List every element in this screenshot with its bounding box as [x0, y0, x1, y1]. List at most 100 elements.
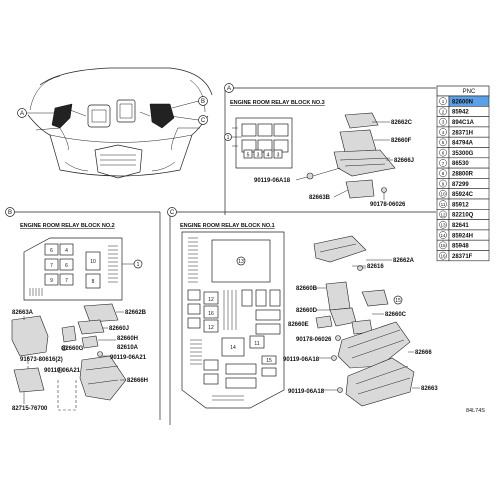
pnc-row-code: 28800R	[452, 171, 474, 177]
callout-91673-80616: 91673-80616(2)	[20, 357, 63, 363]
svg-text:13: 13	[238, 259, 244, 265]
relay-block-no3-parts: 82662C 82660F 82666J 90119-06A18 82663B …	[254, 112, 414, 208]
pnc-header: PNC	[463, 89, 476, 95]
section-no2-title: ENGINE ROOM RELAY BLOCK NO.2	[20, 223, 115, 229]
svg-text:7: 7	[50, 263, 53, 269]
pnc-row-code: 85924C	[452, 192, 474, 198]
callout-90119-06A21-a: 90119-06A21	[110, 355, 147, 361]
svg-text:3: 3	[257, 153, 260, 159]
section-a-label	[224, 83, 234, 93]
relay-block-no3: 5 3 4 3 1	[224, 117, 293, 169]
svg-text:11: 11	[254, 341, 259, 347]
svg-text:5: 5	[247, 153, 250, 159]
svg-text:6: 6	[50, 248, 53, 254]
pnc-row[interactable]: 7 86530	[436, 157, 490, 169]
pnc-row-number: 15	[440, 243, 446, 248]
pnc-row-number: 8	[442, 171, 445, 176]
svg-text:9: 9	[50, 278, 53, 284]
callout-90119-06A18-b: 90119-06A18	[283, 357, 320, 363]
callout-82663B: 82663B	[309, 195, 331, 201]
svg-text:15: 15	[395, 298, 401, 304]
pnc-row-number: 10	[440, 192, 446, 197]
svg-text:A: A	[227, 86, 231, 92]
section-no3-title: ENGINE ROOM RELAY BLOCK NO.3	[230, 100, 325, 106]
svg-text:15: 15	[266, 358, 272, 364]
callout-82660H: 82660H	[117, 336, 138, 342]
section-c-frame: C ENGINE ROOM RELAY BLOCK NO.1	[167, 207, 436, 425]
pnc-row[interactable]: 3 894C1A	[436, 116, 490, 128]
svg-text:14: 14	[230, 345, 236, 351]
callout-90178-06026-b: 90178-06026	[296, 337, 332, 343]
callout-82666: 82666	[415, 350, 432, 356]
svg-text:8: 8	[92, 279, 95, 285]
pnc-row[interactable]: 6 35300G	[436, 147, 490, 159]
section-a-frame: A ENGINE ROOM RELAY BLOCK NO.3	[224, 83, 436, 215]
svg-text:B: B	[201, 99, 205, 105]
relay-block-no1-parts: 15 82662A 82616 82660B 82660D 82660C 826…	[283, 235, 438, 407]
callout-90119-06A18-a: 90119-06A18	[254, 178, 291, 184]
callout-82663: 82663	[421, 386, 438, 392]
svg-text:12: 12	[208, 325, 214, 331]
pnc-row-number: 11	[441, 202, 446, 207]
pnc-row-number: 2	[442, 109, 445, 114]
pnc-row-code: 28371F	[452, 254, 473, 260]
callout-82662C: 82662C	[391, 120, 413, 126]
pnc-row[interactable]: 8 28800R	[436, 167, 490, 179]
pnc-row-number: 3	[442, 120, 445, 125]
pnc-row-number: 4	[442, 130, 445, 135]
callout-82666J: 82666J	[394, 158, 414, 164]
svg-text:10: 10	[90, 259, 96, 265]
callout-82660E: 82660E	[288, 322, 309, 328]
pnc-row[interactable]: 2 85942	[436, 106, 490, 117]
pnc-row-code: 82210Q	[452, 213, 474, 219]
pnc-row-code: 35300G	[452, 151, 474, 157]
pnc-row-code: 86530	[452, 161, 469, 167]
pnc-row-code: 894C1A	[452, 120, 475, 126]
pnc-row-code: 85942	[452, 110, 469, 116]
svg-text:C: C	[201, 118, 206, 124]
svg-text:1: 1	[137, 262, 140, 268]
callout-90119-06A18-c: 90119-06A18	[288, 389, 325, 395]
svg-text:4: 4	[267, 153, 270, 159]
callout-82660F: 82660F	[391, 138, 412, 144]
pnc-row-number: 1	[442, 99, 445, 104]
pnc-row-number: 5	[442, 140, 445, 145]
svg-text:3: 3	[277, 153, 280, 159]
pnc-row-number: 7	[442, 161, 445, 166]
section-b-label	[5, 207, 15, 217]
callout-82663A: 82663A	[12, 310, 34, 316]
callout-82660J: 82660J	[109, 326, 129, 332]
pnc-row-code: 85912	[452, 202, 469, 208]
pnc-row-code: 82641	[452, 223, 469, 229]
svg-text:16: 16	[208, 311, 214, 317]
pnc-row[interactable]: 11 85912	[436, 198, 490, 210]
relay-block-no2-parts: 82662B 82663A 82660J 82660G 82660H 82610…	[11, 303, 148, 412]
svg-text:6: 6	[65, 263, 68, 269]
callout-82662B: 82662B	[125, 310, 147, 316]
pnc-row-number: 6	[442, 150, 445, 155]
callout-90178-06026-a: 90178-06026	[370, 202, 406, 208]
pnc-row[interactable]: 16 28371F	[436, 250, 490, 262]
callout-82610A: 82610A	[117, 345, 139, 351]
callout-82616: 82616	[367, 264, 384, 270]
pnc-row[interactable]: 10 85924C	[436, 188, 490, 200]
svg-text:A: A	[20, 111, 24, 117]
pnc-row-number: 9	[442, 181, 445, 186]
callout-82666H: 82666H	[127, 378, 148, 384]
diagram-id: 84L74S	[466, 408, 485, 414]
relay-block-no2: 6 4 7 6 9 7 10 8 1	[23, 237, 143, 301]
svg-text:1: 1	[227, 135, 230, 141]
pnc-row-number: 16	[440, 253, 446, 258]
callout-82660D: 82660D	[296, 308, 318, 314]
svg-text:12: 12	[208, 297, 214, 303]
callout-82660G: 82660G	[62, 346, 84, 352]
